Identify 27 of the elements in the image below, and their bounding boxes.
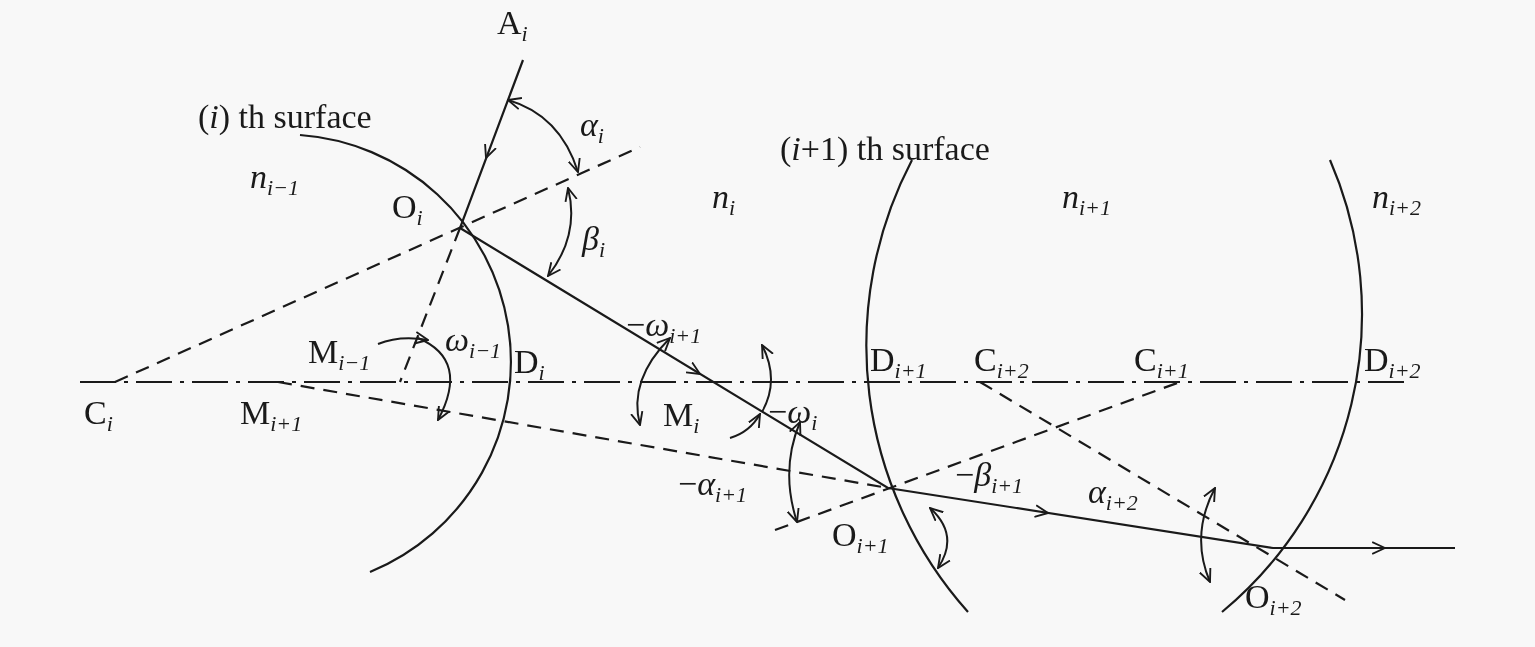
symbol-label: n$_{i−1}$ bbox=[250, 160, 299, 194]
symbol-label: β$_{i}$ bbox=[582, 222, 606, 256]
symbol-label: ω$_{i−1}$ bbox=[445, 323, 501, 357]
symbol-label: M$_{i−1}$ bbox=[308, 335, 371, 369]
symbol-label: α$_{i+2}$ bbox=[1088, 475, 1138, 509]
surface-label: (i) th surface bbox=[198, 100, 372, 134]
symbol-label: −α$_{i+1}$ bbox=[678, 467, 747, 501]
symbol-label: M$_{i}$ bbox=[663, 398, 700, 432]
symbol-label: C$_{i+2}$ bbox=[974, 343, 1029, 377]
symbol-label: C$_{i}$ bbox=[84, 396, 113, 430]
symbol-label: −ω$_{i+1}$ bbox=[626, 308, 702, 342]
symbol-label: C$_{i+1}$ bbox=[1134, 343, 1189, 377]
symbol-label: D$_{i+1}$ bbox=[870, 343, 927, 377]
symbol-label: M$_{i+1}$ bbox=[240, 396, 303, 430]
symbol-label: O$_{i}$ bbox=[392, 190, 423, 224]
symbol-label: α$_{i}$ bbox=[580, 108, 604, 142]
symbol-label: n$_{i}$ bbox=[712, 180, 736, 214]
symbol-label: n$_{i+2}$ bbox=[1372, 180, 1421, 214]
symbol-label: −β$_{i+1}$ bbox=[955, 458, 1024, 492]
symbol-label: A$_{i}$ bbox=[497, 6, 528, 40]
symbol-label: −ω$_{i}$ bbox=[768, 395, 818, 429]
symbol-label: D$_{i}$ bbox=[514, 345, 545, 379]
surface-label: (i+1) th surface bbox=[780, 132, 990, 166]
symbol-label: D$_{i+2}$ bbox=[1364, 343, 1421, 377]
symbol-label: O$_{i+1}$ bbox=[832, 518, 889, 552]
symbol-label: O$_{i+2}$ bbox=[1245, 580, 1302, 614]
symbol-label: n$_{i+1}$ bbox=[1062, 180, 1111, 214]
